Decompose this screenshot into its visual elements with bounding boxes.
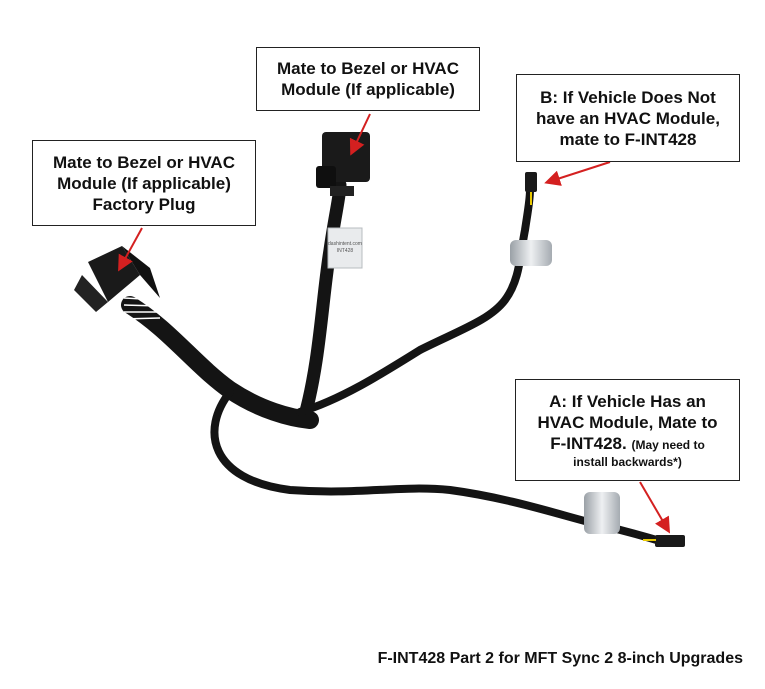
- a-connector: [643, 535, 685, 547]
- callout-b-line3: mate to F-INT428: [559, 129, 697, 149]
- arrow-left: [118, 227, 143, 272]
- a-branch-metal-band: [584, 492, 620, 534]
- callout-a-line2: HVAC Module, Mate to: [537, 412, 718, 432]
- callout-b-line2: have an HVAC Module,: [536, 108, 720, 128]
- arrow-b: [544, 161, 611, 186]
- arrow-top: [349, 113, 371, 156]
- callout-a-line1: A: If Vehicle Has an: [549, 391, 706, 411]
- callout-top-line1: Mate to Bezel or HVAC: [277, 59, 459, 78]
- callout-left-line1: Mate to Bezel or HVAC: [53, 152, 235, 172]
- figure-caption: F-INT428 Part 2 for MFT Sync 2 8-inch Up…: [377, 650, 743, 667]
- callout-top-connector: Mate to Bezel or HVAC Module (If applica…: [256, 47, 480, 111]
- callout-left-line2: Module (If applicable): [57, 173, 231, 193]
- callout-a-line3: F-INT428.: [550, 433, 627, 453]
- callout-a-connector: A: If Vehicle Has an HVAC Module, Mate t…: [515, 379, 740, 481]
- arrow-a: [639, 481, 671, 534]
- callout-top-line2: Module (If applicable): [281, 80, 455, 99]
- svg-text:INT428: INT428: [337, 248, 354, 254]
- pointer-arrows: [118, 113, 671, 534]
- svg-text:dashintent.com: dashintent.com: [328, 241, 362, 247]
- top-connector: [316, 132, 370, 196]
- cable-top-branch: [298, 178, 347, 422]
- callout-b-connector: B: If Vehicle Does Not have an HVAC Modu…: [516, 74, 740, 162]
- callout-factory-plug: Mate to Bezel or HVAC Module (If applica…: [32, 140, 256, 226]
- callout-a-note2: install backwards*): [573, 454, 682, 469]
- cable-b-branch: [296, 186, 534, 416]
- callout-a-note1: (May need to: [631, 437, 705, 452]
- top-branch-label: dashintent.com INT428: [327, 227, 363, 269]
- callout-a-line3-row: F-INT428. (May need to: [550, 433, 705, 454]
- callout-b-line1: B: If Vehicle Does Not: [540, 87, 716, 107]
- b-connector: [525, 172, 537, 205]
- b-branch-metal-band: [510, 240, 552, 266]
- callout-left-line3: Factory Plug: [92, 194, 196, 214]
- cable-bundle: [121, 178, 664, 545]
